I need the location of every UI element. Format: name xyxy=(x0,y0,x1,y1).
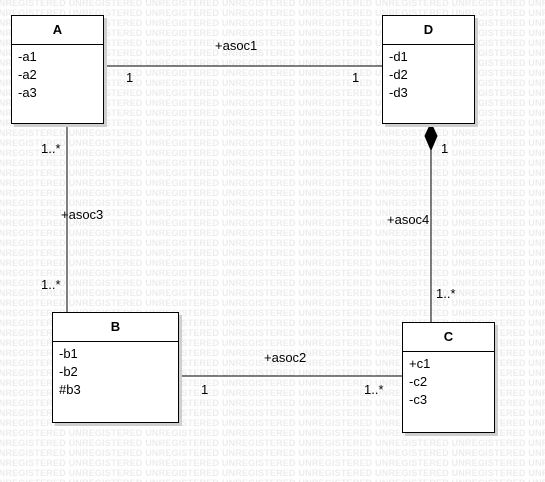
asoc4-multiplicity-c: 1..* xyxy=(436,286,456,301)
class-c[interactable]: C +c1 -c2 -c3 xyxy=(402,322,495,433)
watermark-row: UNREGISTERED UNREGISTERED UNREGISTERED U… xyxy=(0,28,545,38)
class-c-attr: +c1 xyxy=(409,356,431,371)
watermark-row: UNREGISTERED UNREGISTERED UNREGISTERED U… xyxy=(0,198,545,208)
class-a-name: A xyxy=(12,16,103,45)
asoc1-name-label: +asoc1 xyxy=(215,38,258,53)
class-b-attr: -b1 xyxy=(59,346,78,361)
class-a-attributes: -a1 -a2 -a3 xyxy=(12,45,103,105)
class-a[interactable]: A -a1 -a2 -a3 xyxy=(11,15,104,124)
class-a-attr: -a2 xyxy=(18,67,37,82)
watermark-row: UNREGISTERED UNREGISTERED UNREGISTERED U… xyxy=(0,88,545,98)
watermark-row: UNREGISTERED UNREGISTERED UNREGISTERED U… xyxy=(0,438,545,448)
asoc2-multiplicity-b: 1 xyxy=(201,382,209,397)
watermark-row: UNREGISTERED UNREGISTERED UNREGISTERED U… xyxy=(0,258,545,268)
watermark-row: UNREGISTERED UNREGISTERED UNREGISTERED U… xyxy=(0,388,545,398)
watermark-row: UNREGISTERED UNREGISTERED UNREGISTERED U… xyxy=(0,398,545,408)
watermark-row: UNREGISTERED UNREGISTERED UNREGISTERED U… xyxy=(0,478,545,482)
watermark-row: UNREGISTERED UNREGISTERED UNREGISTERED U… xyxy=(0,408,545,418)
class-d-attr: -d1 xyxy=(389,49,408,64)
class-a-attr: -a1 xyxy=(18,49,37,64)
watermark-row: UNREGISTERED UNREGISTERED UNREGISTERED U… xyxy=(0,118,545,128)
watermark-row: UNREGISTERED UNREGISTERED UNREGISTERED U… xyxy=(0,228,545,238)
watermark-row: UNREGISTERED UNREGISTERED UNREGISTERED U… xyxy=(0,38,545,48)
watermark-row: UNREGISTERED UNREGISTERED UNREGISTERED U… xyxy=(0,108,545,118)
class-d-attr: -d2 xyxy=(389,67,408,82)
watermark-row: UNREGISTERED UNREGISTERED UNREGISTERED U… xyxy=(0,268,545,278)
class-d[interactable]: D -d1 -d2 -d3 xyxy=(382,15,475,124)
class-b-attributes: -b1 -b2 #b3 xyxy=(53,342,178,402)
watermark-row: UNREGISTERED UNREGISTERED UNREGISTERED U… xyxy=(0,158,545,168)
class-d-attr: -d3 xyxy=(389,85,408,100)
asoc3-name-label: +asoc3 xyxy=(61,207,104,222)
watermark-row: UNREGISTERED UNREGISTERED UNREGISTERED U… xyxy=(0,418,545,428)
watermark-row: UNREGISTERED UNREGISTERED UNREGISTERED U… xyxy=(0,308,545,318)
watermark-row: UNREGISTERED UNREGISTERED UNREGISTERED U… xyxy=(0,338,545,348)
class-b-attr: #b3 xyxy=(59,382,81,397)
watermark-row: UNREGISTERED UNREGISTERED UNREGISTERED U… xyxy=(0,148,545,158)
watermark-row: UNREGISTERED UNREGISTERED UNREGISTERED U… xyxy=(0,58,545,68)
watermark-row: UNREGISTERED UNREGISTERED UNREGISTERED U… xyxy=(0,448,545,458)
watermark-row: UNREGISTERED UNREGISTERED UNREGISTERED U… xyxy=(0,428,545,438)
asoc1-multiplicity-a: 1 xyxy=(126,70,134,85)
watermark-row: UNREGISTERED UNREGISTERED UNREGISTERED U… xyxy=(0,48,545,58)
class-c-name: C xyxy=(403,323,494,352)
asoc3-multiplicity-b: 1..* xyxy=(41,277,61,292)
asoc2-multiplicity-c: 1..* xyxy=(364,382,384,397)
class-c-attributes: +c1 -c2 -c3 xyxy=(403,352,494,412)
class-d-attributes: -d1 -d2 -d3 xyxy=(383,45,474,105)
class-b[interactable]: B -b1 -b2 #b3 xyxy=(52,312,179,423)
composition-diamond-icon xyxy=(424,121,438,152)
watermark-row: UNREGISTERED UNREGISTERED UNREGISTERED U… xyxy=(0,348,545,358)
watermark-row: UNREGISTERED UNREGISTERED UNREGISTERED U… xyxy=(0,98,545,108)
class-a-attr: -a3 xyxy=(18,85,37,100)
watermark-row: UNREGISTERED UNREGISTERED UNREGISTERED U… xyxy=(0,328,545,338)
watermark-row: UNREGISTERED UNREGISTERED UNREGISTERED U… xyxy=(0,168,545,178)
watermark-row: UNREGISTERED UNREGISTERED UNREGISTERED U… xyxy=(0,318,545,328)
asoc4-multiplicity-d: 1 xyxy=(441,141,449,156)
asoc2-name-label: +asoc2 xyxy=(264,350,307,365)
watermark-row: UNREGISTERED UNREGISTERED UNREGISTERED U… xyxy=(0,178,545,188)
watermark-row: UNREGISTERED UNREGISTERED UNREGISTERED U… xyxy=(0,238,545,248)
watermark-row: UNREGISTERED UNREGISTERED UNREGISTERED U… xyxy=(0,378,545,388)
watermark-row: UNREGISTERED UNREGISTERED UNREGISTERED U… xyxy=(0,208,545,218)
watermark-row: UNREGISTERED UNREGISTERED UNREGISTERED U… xyxy=(0,278,545,288)
watermark-row: UNREGISTERED UNREGISTERED UNREGISTERED U… xyxy=(0,248,545,258)
class-b-name: B xyxy=(53,313,178,342)
class-c-attr: -c2 xyxy=(409,374,428,389)
watermark-row: UNREGISTERED UNREGISTERED UNREGISTERED U… xyxy=(0,188,545,198)
watermark-row: UNREGISTERED UNREGISTERED UNREGISTERED U… xyxy=(0,138,545,148)
asoc4-name-label: +asoc4 xyxy=(387,212,430,227)
watermark-row: UNREGISTERED UNREGISTERED UNREGISTERED U… xyxy=(0,358,545,368)
asoc3-multiplicity-a: 1..* xyxy=(41,141,61,156)
watermark-row: UNREGISTERED UNREGISTERED UNREGISTERED U… xyxy=(0,288,545,298)
watermark-row: UNREGISTERED UNREGISTERED UNREGISTERED U… xyxy=(0,458,545,468)
asoc1-multiplicity-d: 1 xyxy=(352,70,360,85)
watermark-row: UNREGISTERED UNREGISTERED UNREGISTERED U… xyxy=(0,8,545,18)
watermark-row: UNREGISTERED UNREGISTERED UNREGISTERED U… xyxy=(0,128,545,138)
watermark-row: UNREGISTERED UNREGISTERED UNREGISTERED U… xyxy=(0,0,545,8)
class-d-name: D xyxy=(383,16,474,45)
watermark-row: UNREGISTERED UNREGISTERED UNREGISTERED U… xyxy=(0,368,545,378)
class-c-attr: -c3 xyxy=(409,392,428,407)
watermark-row: UNREGISTERED UNREGISTERED UNREGISTERED U… xyxy=(0,298,545,308)
watermark-row: UNREGISTERED UNREGISTERED UNREGISTERED U… xyxy=(0,78,545,88)
class-b-attr: -b2 xyxy=(59,364,78,379)
watermark-row: UNREGISTERED UNREGISTERED UNREGISTERED U… xyxy=(0,468,545,478)
watermark-row: UNREGISTERED UNREGISTERED UNREGISTERED U… xyxy=(0,218,545,228)
watermark-row: UNREGISTERED UNREGISTERED UNREGISTERED U… xyxy=(0,68,545,78)
watermark-row: UNREGISTERED UNREGISTERED UNREGISTERED U… xyxy=(0,18,545,28)
